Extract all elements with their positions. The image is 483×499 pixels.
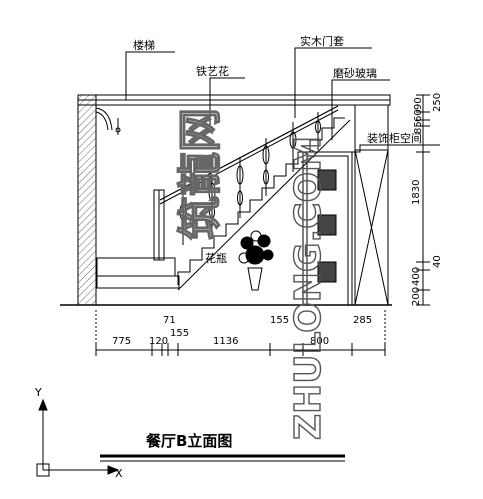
right-dimension-line	[416, 94, 430, 306]
left-wall	[77, 94, 97, 306]
handrail	[159, 105, 339, 201]
label-frosted-glass: 磨砂玻璃	[333, 66, 377, 80]
baluster	[179, 190, 187, 245]
dim-right-90: 90	[413, 97, 424, 110]
annotations	[125, 47, 440, 153]
frosted-glass-panel	[317, 169, 337, 191]
dim-right-40: 40	[432, 255, 443, 268]
dim-bottom-71: 71	[163, 315, 176, 326]
staircase	[96, 105, 351, 291]
left-arch	[95, 107, 121, 135]
axis-x-label: X	[115, 467, 123, 480]
dim-bottom-120: 120	[149, 336, 168, 347]
structure	[60, 94, 392, 306]
ucs-axis-icon	[36, 398, 120, 477]
baluster	[262, 138, 270, 196]
label-stair: 楼梯	[133, 38, 155, 52]
door-frame	[302, 151, 353, 306]
label-cabinet-space: 装饰柜空间	[367, 131, 422, 145]
dim-bottom-155a: 155	[170, 328, 189, 339]
iron-balusters	[179, 112, 321, 245]
axis-y-label: Y	[34, 386, 42, 399]
stair-steps	[177, 117, 345, 285]
dim-right-200: 200	[411, 287, 422, 306]
dim-bottom-800: 800	[310, 336, 329, 347]
potted-plant	[238, 230, 274, 291]
watermark-cjk: 筑龍网	[175, 108, 226, 240]
baluster	[208, 174, 216, 232]
dim-bottom-775: 775	[112, 336, 131, 347]
label-small: 花瓶	[205, 251, 227, 265]
baluster	[315, 112, 321, 150]
frosted-glass-panel	[317, 261, 337, 283]
dim-right-250: 250	[432, 93, 443, 112]
dim-bottom-285: 285	[353, 315, 372, 326]
dim-right-60: 60	[413, 109, 424, 122]
frosted-glass-panel	[317, 214, 337, 236]
dim-bottom-1136: 1136	[213, 336, 238, 347]
dim-bottom-155b: 155	[270, 315, 289, 326]
decor-cabinet	[354, 149, 389, 306]
dim-right-1830: 1830	[411, 180, 422, 205]
baluster	[289, 122, 297, 172]
baluster	[236, 158, 244, 218]
watermark-latin: ZHULONG.COM	[288, 136, 329, 440]
dim-right-400: 400	[411, 267, 422, 286]
dim-right-85: 85	[413, 121, 424, 134]
drawing-title: 餐厅B立面图	[146, 432, 232, 450]
bottom-dimension-line	[95, 310, 386, 356]
label-iron-flower: 铁艺花	[196, 65, 229, 78]
label-wood-door-frame: 实木门套	[300, 34, 344, 48]
